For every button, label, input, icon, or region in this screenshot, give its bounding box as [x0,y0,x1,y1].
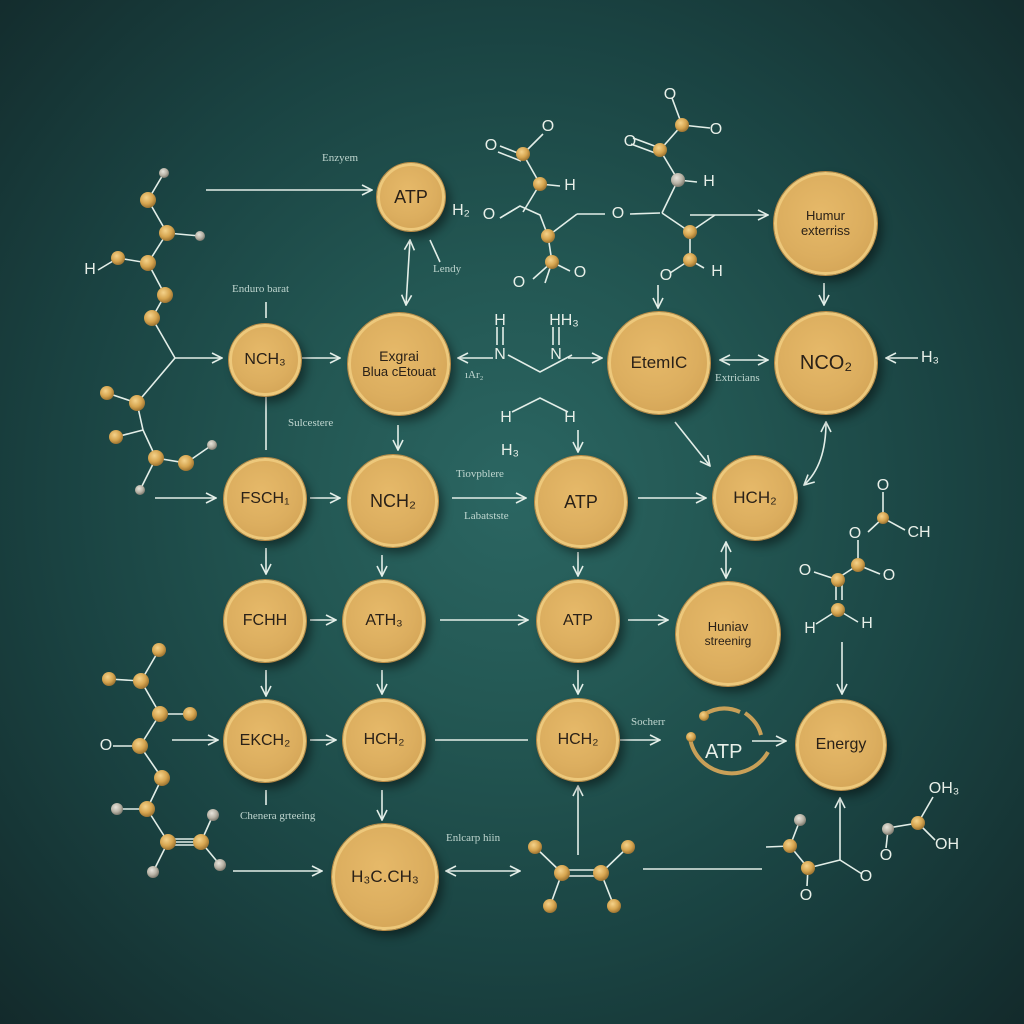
atom-o: O [859,868,873,885]
node-label-line2: streenirg [704,633,752,648]
atom-oh3: OH₃ [928,780,960,797]
label-substrate: Sulcestere [288,417,334,429]
node-nco2[interactable]: NCO₂ [775,312,877,414]
node-label: HCH₂ [363,730,405,748]
atom-o: O [663,86,677,103]
node-hch2-b[interactable]: HCH₂ [537,699,619,781]
atom-oh: OH [935,836,959,853]
atom-h: H [84,261,96,278]
node-hch2-right[interactable]: HCH₂ [713,456,797,540]
atom-h3: H₃ [920,349,940,366]
atom-hh3: HH₃ [549,312,579,329]
label-tiovpblere: Tiovpblere [456,468,504,480]
label-lendy: Lendy [433,263,462,275]
atom-h: H [703,173,715,190]
node-label: ATP [394,186,428,207]
node-label: HCH₂ [733,488,777,508]
atom-o: O [848,525,862,542]
label-ar2: ıAr₂ [465,369,484,381]
arrow-etemic-hch2 [674,421,710,466]
atom-o: O [876,477,890,494]
atom-o: O [573,264,587,281]
node-label-line1: Humur [805,207,845,223]
node-atp-top[interactable]: ATP [377,163,445,231]
node-label: Energy [815,735,867,753]
node-label: ATH₃ [365,611,403,629]
node-fsch[interactable]: FSCH₁ [224,458,306,540]
atom-h: H [804,620,816,637]
node-ath3[interactable]: ATH₃ [343,580,425,662]
node-energy[interactable]: Energy [796,700,886,790]
label-labatstste: Labatstste [464,510,509,522]
atom-o: O [659,267,673,284]
node-atp-mid[interactable]: ATP [535,456,627,548]
node-label-line1: Huniav [707,618,749,634]
atom-o: O [512,274,526,291]
atom-h: H [861,615,873,632]
label-enzyme: Enzyem [322,152,359,164]
node-atp-row3[interactable]: ATP [537,580,619,662]
label-chenera: Chenera grteeing [240,810,316,822]
molecule-atoms [100,118,925,913]
node-label-line2: exterriss [800,222,851,238]
atom-o: O [611,205,625,222]
atom-o: O [484,137,498,154]
arrow-nco2-hch2 [804,422,826,485]
node-label: ATP [564,491,598,512]
node-enzyme-substrate[interactable]: Exgrai Blua cEtouat [348,313,450,415]
atom-o: O [799,887,813,904]
node-label-line1: Exgrai [379,348,419,365]
atom-h: H [564,177,576,194]
node-label: H₃C.CH₃ [351,867,419,887]
node-etemic[interactable]: EtemIC [608,312,710,414]
label-socherr: Socherr [631,716,666,728]
arrow-atp-enzyme [406,240,410,305]
atom-o: O [482,206,496,223]
node-human-mid[interactable]: Huniav streenirg [676,582,780,686]
atom-h: H [500,409,512,426]
atom-o: O [623,133,637,150]
node-nch3[interactable]: NCH₃ [229,324,301,396]
atom-o: O [879,847,893,864]
node-human-top[interactable]: Humur exterriss [774,172,877,275]
atom-o: O [882,567,896,584]
node-label: NCH₂ [370,490,416,511]
label-enduro: Enduro barat [232,283,290,295]
node-ekch2[interactable]: EKCH₂ [224,700,306,782]
atom-o: O [541,118,555,135]
node-label: EKCH₂ [239,731,291,749]
atom-n: N [494,346,506,363]
atom-n: N [550,346,562,363]
node-label: ATP [563,611,593,629]
node-label-line2: Blua cEtouat [362,363,436,379]
atom-o: O [99,737,113,754]
label-enlcarp: Enlcarp hiin [446,832,501,844]
node-label: FCHH [242,611,288,629]
atom-o: O [709,121,723,138]
atom-ch: CH [907,524,931,541]
node-hcch3[interactable]: H₃C.CH₃ [332,824,438,930]
atom-h2: H₂ [452,202,470,219]
node-label: FSCH₁ [240,489,290,507]
node-label: EtemIC [630,353,688,373]
node-label: NCH₃ [244,350,286,368]
tick-lendy [429,239,441,263]
atp-cycle-icon [686,706,770,776]
atom-h: H [494,312,506,329]
label-extricians: Extricians [715,372,760,384]
atom-h: H [711,263,723,280]
atom-o: O [798,562,812,579]
atp-cycle-label: ATP [705,741,743,763]
node-nch2-mid[interactable]: NCH₂ [348,455,438,547]
node-hch2-a[interactable]: HCH₂ [343,699,425,781]
atom-h3: H₃ [500,442,520,459]
node-fchh[interactable]: FCHH [224,580,306,662]
node-label: HCH₂ [557,730,599,748]
node-label: NCO₂ [799,351,853,374]
atom-h: H [564,409,576,426]
